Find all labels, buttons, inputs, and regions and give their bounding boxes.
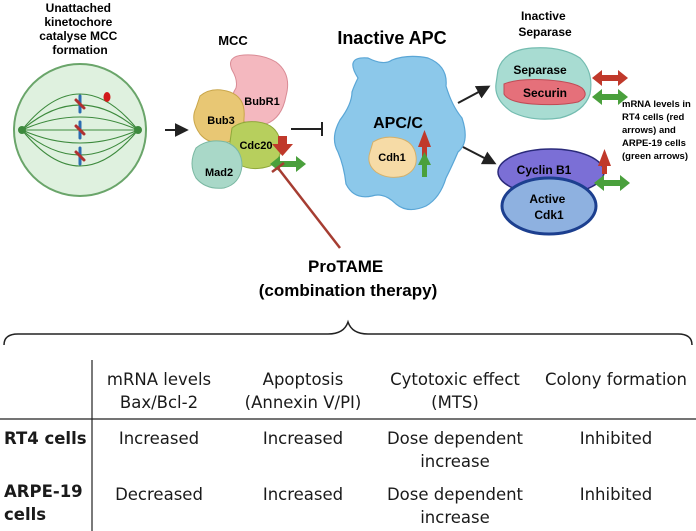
securin-red-double-arrow bbox=[592, 70, 628, 86]
table-row-label: RT4 cells bbox=[4, 429, 87, 448]
table-cell: Increased bbox=[263, 485, 343, 504]
bubr1-label: BubR1 bbox=[244, 96, 279, 108]
cyclin-b1-label: Cyclin B1 bbox=[517, 163, 572, 177]
inactive-apc-title: Inactive APC bbox=[337, 28, 446, 48]
mad2-label: Mad2 bbox=[205, 167, 233, 179]
mcc-red-down-arrow bbox=[272, 136, 293, 156]
mcc-title: MCC bbox=[218, 33, 248, 48]
active-cdk1-protein bbox=[500, 176, 598, 236]
table-cell: Inhibited bbox=[580, 485, 653, 504]
mad2-protein bbox=[191, 140, 243, 189]
mitotic-cell-illustration bbox=[13, 63, 147, 197]
results-table bbox=[0, 360, 696, 531]
apc-to-separase-arrow bbox=[457, 85, 491, 104]
cyclin-green-double-arrow bbox=[594, 175, 630, 191]
protame-label: ProTAME (combination therapy) bbox=[259, 257, 438, 300]
apc-to-cyclin-arrow bbox=[462, 146, 497, 165]
table-cell: Increased bbox=[263, 429, 343, 448]
cdc20-label: Cdc20 bbox=[239, 140, 272, 152]
cdh1-protein bbox=[368, 136, 417, 178]
cdh1-green-up-arrow bbox=[418, 152, 431, 177]
table-column-header: Cytotoxic effect(MTS) bbox=[390, 370, 520, 412]
cyclin-red-up-arrow bbox=[598, 149, 611, 174]
table-column-header: Colony formation bbox=[545, 370, 687, 389]
apc-c-complex bbox=[333, 55, 466, 211]
unattached-kinetochore-mark bbox=[103, 92, 111, 102]
mcc-inhibits-apc bbox=[291, 122, 323, 136]
table-cell: Inhibited bbox=[580, 429, 653, 448]
securin-green-double-arrow bbox=[592, 89, 628, 105]
arrow-legend-note: mRNA levels in RT4 cells (red arrows) an… bbox=[622, 99, 693, 162]
active-cdk1-label: Active Cdk1 bbox=[529, 192, 568, 222]
summary-brace bbox=[3, 319, 693, 346]
cell-label: Unattached kinetochore catalyse MCC form… bbox=[39, 1, 120, 57]
securin-protein bbox=[503, 79, 586, 106]
table-cell: Decreased bbox=[115, 485, 203, 504]
table-column-header: Apoptosis(Annexin V/PI) bbox=[245, 370, 362, 412]
cdh1-red-up-arrow bbox=[418, 130, 431, 157]
cdh1-label: Cdh1 bbox=[378, 152, 406, 164]
inactive-separase-title: Inactive Separase bbox=[518, 9, 572, 39]
bub3-label: Bub3 bbox=[207, 115, 235, 127]
protame-inhibition-line bbox=[271, 162, 341, 249]
separase-label: Separase bbox=[513, 63, 567, 77]
table-cell: Increased bbox=[119, 429, 199, 448]
securin-label: Securin bbox=[523, 86, 567, 100]
apc-c-label: APC/C bbox=[373, 115, 423, 132]
bubr1-protein bbox=[230, 54, 289, 126]
